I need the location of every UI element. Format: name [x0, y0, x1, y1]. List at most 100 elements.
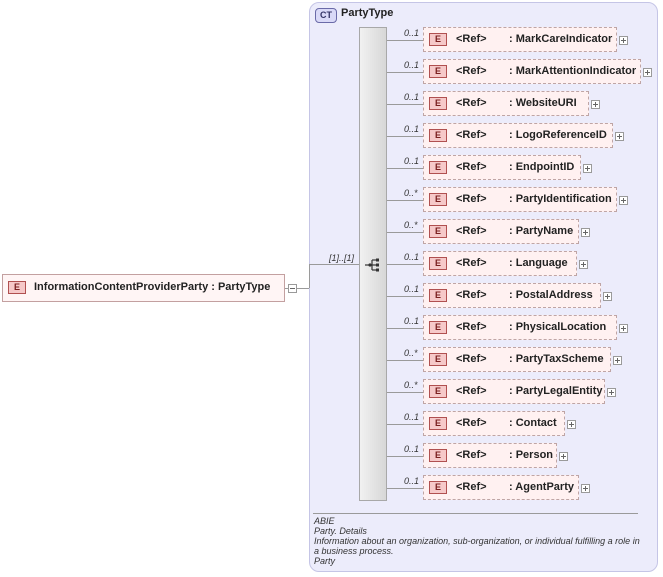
element-badge: E — [429, 353, 447, 366]
child-element-name: : LogoReferenceID — [509, 129, 607, 141]
expand-icon[interactable] — [619, 196, 628, 205]
occurrence-label: 0..* — [404, 348, 418, 358]
ref-label: <Ref> — [456, 321, 487, 333]
element-badge: E — [8, 281, 26, 294]
child-element[interactable]: E <Ref> : PartyTaxScheme — [423, 347, 622, 372]
sequence-connector-vertical — [309, 264, 310, 288]
element-badge: E — [429, 97, 447, 110]
expand-icon[interactable] — [591, 100, 600, 109]
expand-icon[interactable] — [607, 388, 616, 397]
sequence-bar — [359, 27, 387, 501]
expand-icon[interactable] — [581, 484, 590, 493]
occurrence-label: 0..1 — [404, 28, 420, 38]
element-badge: E — [429, 193, 447, 206]
ref-label: <Ref> — [456, 289, 487, 301]
occurrence-label: 0..1 — [404, 156, 420, 166]
occurrence-label: 0..1 — [404, 92, 420, 102]
child-element[interactable]: E <Ref> : Person — [423, 443, 568, 468]
child-element-name: : AgentParty — [509, 481, 574, 493]
child-element-name: : Contact — [509, 417, 557, 429]
child-connector — [387, 264, 423, 265]
child-element[interactable]: E<Ref>: WebsiteURI — [423, 91, 600, 116]
child-element[interactable]: E <Ref> : LogoReferenceID — [423, 123, 624, 148]
annotation-line-4: Party — [314, 556, 336, 566]
child-element-name: : PartyLegalEntity — [509, 385, 603, 397]
child-element[interactable]: E<Ref>: PostalAddress — [423, 283, 612, 308]
element-badge: E — [429, 417, 447, 430]
root-element[interactable]: E InformationContentProviderParty : Part… — [2, 274, 297, 302]
child-element[interactable]: E<Ref>: MarkCareIndicator — [423, 27, 628, 52]
element-badge: E — [429, 449, 447, 462]
child-element[interactable]: E <Ref> : EndpointID — [423, 155, 592, 180]
expand-icon[interactable] — [613, 356, 622, 365]
ref-label: <Ref> — [456, 449, 487, 461]
child-element[interactable]: E<Ref>: PartyIdentification — [423, 187, 628, 212]
annotation: ABIE Party. Details Information about an… — [314, 516, 644, 566]
element-badge: E — [429, 33, 447, 46]
element-badge: E — [429, 129, 447, 142]
ref-label: <Ref> — [456, 481, 487, 493]
element-badge: E — [429, 321, 447, 334]
child-element[interactable]: E<Ref>: Contact — [423, 411, 576, 436]
sequence-cardinality: [1]..[1] — [329, 253, 355, 263]
occurrence-label: 0..1 — [404, 316, 420, 326]
child-element[interactable]: E <Ref> : PartyLegalEntity — [423, 379, 616, 404]
child-element-name: : Language — [509, 257, 568, 269]
occurrence-label: 0..1 — [404, 124, 420, 134]
child-element[interactable]: E <Ref> : AgentParty — [423, 475, 590, 500]
root-element-label: InformationContentProviderParty : PartyT… — [34, 281, 271, 293]
ref-label: <Ref> — [456, 353, 487, 365]
child-element-name: : PartyTaxScheme — [509, 353, 604, 365]
child-connector — [387, 136, 423, 137]
child-element[interactable]: E <Ref> : PhysicalLocation — [423, 315, 628, 340]
occurrence-label: 0..1 — [404, 412, 420, 422]
occurrence-label: 0..1 — [404, 444, 420, 454]
expand-icon[interactable] — [643, 68, 652, 77]
occurrence-label: 0..1 — [404, 476, 420, 486]
child-element-name: : EndpointID — [509, 161, 575, 173]
expand-icon[interactable] — [583, 164, 592, 173]
ref-label: <Ref> — [456, 129, 487, 141]
child-element-name: : Person — [509, 449, 554, 461]
child-element-name: : MarkAttentionIndicator — [509, 65, 637, 77]
annotation-line-3: Information about an organization, sub-o… — [314, 536, 640, 556]
element-badge: E — [429, 481, 447, 494]
annotation-line-1: ABIE — [314, 516, 335, 526]
child-connector — [387, 424, 423, 425]
child-element[interactable]: E<Ref>: MarkAttentionIndicator — [423, 59, 652, 84]
child-connector — [387, 72, 423, 73]
element-badge: E — [429, 385, 447, 398]
child-connector — [387, 104, 423, 105]
expand-icon[interactable] — [579, 260, 588, 269]
ref-label: <Ref> — [456, 193, 487, 205]
expand-icon[interactable] — [603, 292, 612, 301]
sequence-connector — [309, 264, 359, 265]
expand-icon[interactable] — [615, 132, 624, 141]
expand-icon[interactable] — [581, 228, 590, 237]
expand-icon[interactable] — [559, 452, 568, 461]
child-connector — [387, 328, 423, 329]
element-badge: E — [429, 225, 447, 238]
element-badge: E — [429, 257, 447, 270]
child-connector — [387, 456, 423, 457]
occurrence-label: 0..1 — [404, 252, 420, 262]
child-element[interactable]: E<Ref>: PartyName — [423, 219, 590, 244]
expand-icon[interactable] — [619, 324, 628, 333]
child-element-name: : PhysicalLocation — [509, 321, 607, 333]
child-element[interactable]: E<Ref>: Language — [423, 251, 588, 276]
annotation-line-2: Party. Details — [314, 526, 367, 536]
child-element-name: : PostalAddress — [509, 289, 593, 301]
ref-label: <Ref> — [456, 161, 487, 173]
ref-label: <Ref> — [456, 97, 487, 109]
child-element-name: : MarkCareIndicator — [509, 33, 613, 45]
complex-type-badge: CT — [315, 8, 337, 23]
sequence-compositor-icon[interactable] — [365, 257, 381, 273]
child-connector — [387, 360, 423, 361]
ref-label: <Ref> — [456, 385, 487, 397]
occurrence-label: 0..1 — [404, 60, 420, 70]
element-badge: E — [429, 161, 447, 174]
collapse-icon[interactable] — [288, 284, 297, 293]
child-connector — [387, 296, 423, 297]
expand-icon[interactable] — [619, 36, 628, 45]
expand-icon[interactable] — [567, 420, 576, 429]
